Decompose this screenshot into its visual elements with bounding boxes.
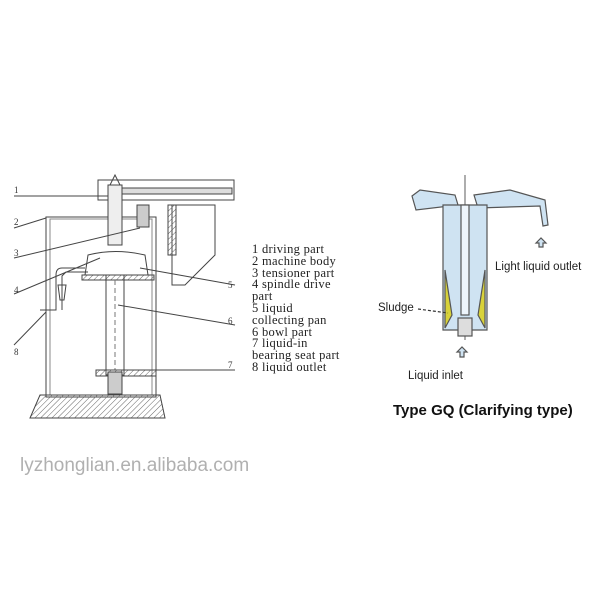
motor bbox=[171, 204, 216, 286]
centrifuge-cross-section bbox=[13, 173, 236, 419]
legend-item: part bbox=[252, 289, 273, 304]
light-liquid-outlet-label: Light liquid outlet bbox=[495, 261, 582, 273]
callout-6: 6 bbox=[228, 316, 233, 326]
legend-item: bearing seat part bbox=[252, 348, 340, 363]
legend-item: 4 spindle drive bbox=[252, 277, 331, 292]
callout-numbers: 1 2 3 4 5 6 7 8 bbox=[14, 185, 233, 370]
callout-2: 2 bbox=[14, 217, 19, 227]
base bbox=[29, 394, 166, 419]
liquid-inlet-label: Liquid inlet bbox=[408, 370, 463, 382]
legend-item: 8 liquid outlet bbox=[252, 359, 327, 374]
upper-cap-right bbox=[473, 189, 549, 227]
legend-item: 3 tensioner part bbox=[252, 265, 335, 280]
legend-item: 6 bowl part bbox=[252, 324, 313, 339]
sludge-leader bbox=[417, 308, 449, 314]
top-housing bbox=[97, 179, 235, 201]
sludge-left bbox=[444, 269, 453, 329]
sludge-label: Sludge bbox=[378, 302, 414, 314]
inlet-arrow-icon bbox=[455, 346, 469, 358]
collecting-pan bbox=[84, 251, 149, 276]
outlet-arrow-icon bbox=[534, 237, 548, 248]
callout-3: 3 bbox=[14, 248, 19, 258]
legend-item: 2 machine body bbox=[252, 253, 337, 268]
sludge-right bbox=[477, 269, 486, 329]
bearing-seat bbox=[107, 371, 123, 395]
legend-item: collecting pan bbox=[252, 312, 327, 327]
inlet-nozzle bbox=[457, 317, 473, 337]
parts-legend: 1 driving part 2 machine body 3 tensione… bbox=[252, 242, 340, 374]
clarifying-bowl-diagram bbox=[411, 175, 549, 358]
outlet-pipe bbox=[40, 267, 85, 311]
diagram-title: Type GQ (Clarifying type) bbox=[393, 402, 573, 419]
callout-7: 7 bbox=[228, 360, 233, 370]
callout-4: 4 bbox=[14, 285, 19, 295]
callout-1: 1 bbox=[14, 185, 19, 195]
callout-8: 8 bbox=[14, 347, 19, 357]
tensioner bbox=[136, 204, 150, 228]
legend-item: 7 liquid-in bbox=[252, 336, 308, 351]
legend-item: 1 driving part bbox=[252, 242, 325, 256]
watermark: lyzhonglian.en.alibaba.com bbox=[20, 455, 250, 476]
legend-item: 5 liquid bbox=[252, 300, 293, 315]
callout-5: 5 bbox=[228, 280, 233, 290]
spindle bbox=[107, 184, 123, 246]
